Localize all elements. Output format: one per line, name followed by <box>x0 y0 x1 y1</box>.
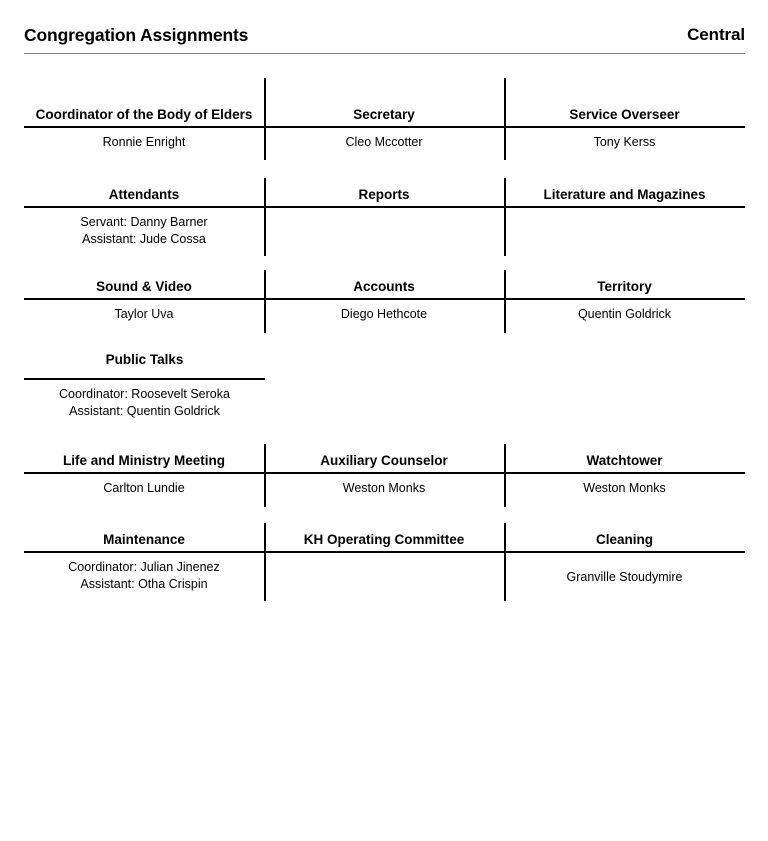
assignment-cell-watchtower: Watchtower Weston Monks <box>504 444 745 507</box>
assignment-heading: Maintenance <box>103 532 185 547</box>
assignment-cell-sound-and-video: Sound & Video Taylor Uva <box>24 270 264 333</box>
assignment-cell-service-overseer: Service Overseer Tony Kerss <box>504 78 745 160</box>
assignment-block-life-ministry: Life and Ministry Meeting Carlton Lundie… <box>24 444 745 507</box>
cell-rule <box>24 472 264 474</box>
cell-rule <box>504 126 745 128</box>
assignment-cell-kh-operating-committee: KH Operating Committee <box>264 523 504 601</box>
assignment-heading: Watchtower <box>586 453 663 468</box>
assignment-cell-reports: Reports <box>264 178 504 256</box>
assignment-cell-cleaning: Cleaning Granville Stoudymire <box>504 523 745 601</box>
assignment-heading: Territory <box>597 279 652 294</box>
assignment-heading: Literature and Magazines <box>543 187 706 202</box>
assignment-heading: Auxiliary Counselor <box>320 453 448 468</box>
assignment-cell-secretary: Secretary Cleo Mccotter <box>264 78 504 160</box>
cell-rule <box>264 551 504 553</box>
assignment-cell-auxiliary-counselor: Auxiliary Counselor Weston Monks <box>264 444 504 507</box>
assignment-value: Tony Kerss <box>593 135 656 149</box>
assignment-heading: Attendants <box>108 187 180 202</box>
assignment-heading: Secretary <box>353 107 415 122</box>
cell-rule <box>24 551 264 553</box>
assignment-value: Granville Stoudymire <box>566 569 683 584</box>
cell-rule <box>264 298 504 300</box>
assignment-cell-accounts: Accounts Diego Hethcote <box>264 270 504 333</box>
cell-rule <box>24 206 264 208</box>
assignment-value: Diego Hethcote <box>340 307 428 321</box>
assignment-heading: Coordinator of the Body of Elders <box>35 107 253 122</box>
assignment-value: Taylor Uva <box>114 307 174 321</box>
cell-rule <box>504 551 745 553</box>
cell-rule <box>24 298 264 300</box>
assignment-cell-maintenance: Maintenance Coordinator: Julian Jinenez … <box>24 523 264 601</box>
assignment-value <box>504 208 745 256</box>
assignment-value: Coordinator: Julian Jinenez Assistant: O… <box>68 560 220 591</box>
assignment-value: Carlton Lundie <box>103 481 185 495</box>
assignment-heading: KH Operating Committee <box>303 532 465 547</box>
assignment-heading: Cleaning <box>595 532 653 547</box>
assignment-heading: Life and Ministry Meeting <box>62 453 225 468</box>
page-title: Congregation Assignments <box>24 25 249 45</box>
cell-rule <box>24 126 264 128</box>
assignment-cell-public-talks: Public Talks Coordinator: Roosevelt Sero… <box>24 350 265 428</box>
assignment-block-elders: Coordinator of the Body of Elders Ronnie… <box>24 78 745 160</box>
cell-rule <box>504 298 745 300</box>
assignment-value: Coordinator: Roosevelt Seroka Assistant:… <box>59 387 230 418</box>
assignment-cell-life-and-ministry-meeting: Life and Ministry Meeting Carlton Lundie <box>24 444 264 507</box>
assignment-value: Servant: Danny Barner Assistant: Jude Co… <box>80 215 208 246</box>
assignment-value: Ronnie Enright <box>102 135 186 149</box>
assignment-cell-attendants: Attendants Servant: Danny Barner Assista… <box>24 178 264 256</box>
cell-rule <box>504 206 745 208</box>
assignment-value: Weston Monks <box>583 481 666 495</box>
assignment-heading: Accounts <box>353 279 415 294</box>
assignment-cell-coordinator-body-of-elders: Coordinator of the Body of Elders Ronnie… <box>24 78 264 160</box>
cell-rule <box>24 378 265 380</box>
assignment-block-maintenance: Maintenance Coordinator: Julian Jinenez … <box>24 523 745 601</box>
assignment-block-public-talks: Public Talks Coordinator: Roosevelt Sero… <box>24 350 265 428</box>
assignment-cell-literature-and-magazines: Literature and Magazines <box>504 178 745 256</box>
assignment-heading: Sound & Video <box>96 279 192 294</box>
assignment-heading: Service Overseer <box>569 107 680 122</box>
cell-rule <box>264 126 504 128</box>
assignment-cell-territory: Territory Quentin Goldrick <box>504 270 745 333</box>
cell-rule <box>264 206 504 208</box>
assignment-block-sound-video: Sound & Video Taylor Uva Accounts Diego … <box>24 270 745 333</box>
congregation-name: Central <box>687 25 745 44</box>
assignment-value: Weston Monks <box>342 481 426 495</box>
cell-rule <box>264 472 504 474</box>
assignment-value: Cleo Mccotter <box>345 135 423 149</box>
assignment-heading: Public Talks <box>105 352 184 367</box>
assignment-heading: Reports <box>358 187 410 202</box>
assignment-value <box>264 208 504 256</box>
assignment-value: Quentin Goldrick <box>577 307 672 321</box>
document-header: Congregation Assignments Central <box>24 24 745 54</box>
cell-rule <box>504 472 745 474</box>
assignment-block-attendants: Attendants Servant: Danny Barner Assista… <box>24 178 745 256</box>
assignment-value <box>264 553 504 601</box>
